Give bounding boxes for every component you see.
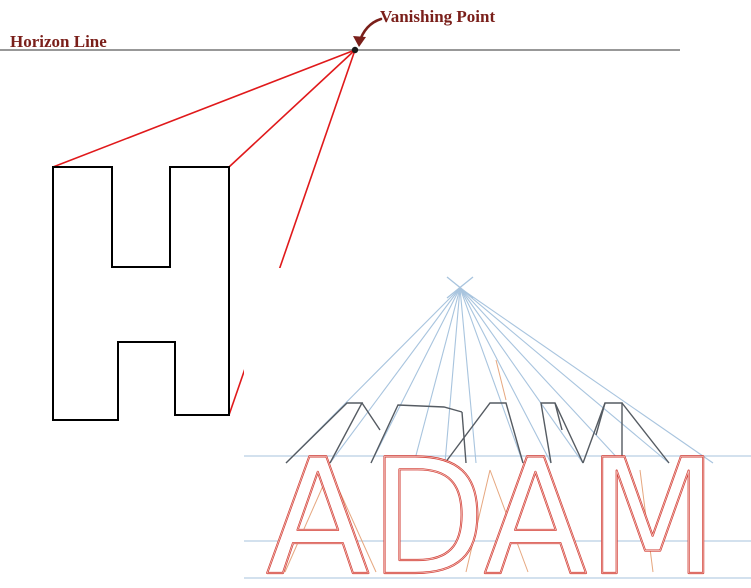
horizon-line-label: Horizon Line [10,32,107,51]
vanishing-point-dot [351,46,359,54]
adam-word: ADAM [266,424,718,588]
adam-image-background [244,268,751,588]
adam-perspective-example: ADAM ADAM [244,268,751,588]
guide-line-top-right [228,49,356,168]
letter-extrusion [285,402,670,464]
horizontal-guides [244,455,751,579]
sketch-lines [284,359,654,573]
guide-line-top-left [52,49,356,168]
adam-word-inner-outline: ADAM [266,424,718,588]
h-letter-outline [52,166,230,421]
vanishing-point-arrowhead [353,36,366,47]
vanishing-point-label: Vanishing Point [380,7,496,26]
